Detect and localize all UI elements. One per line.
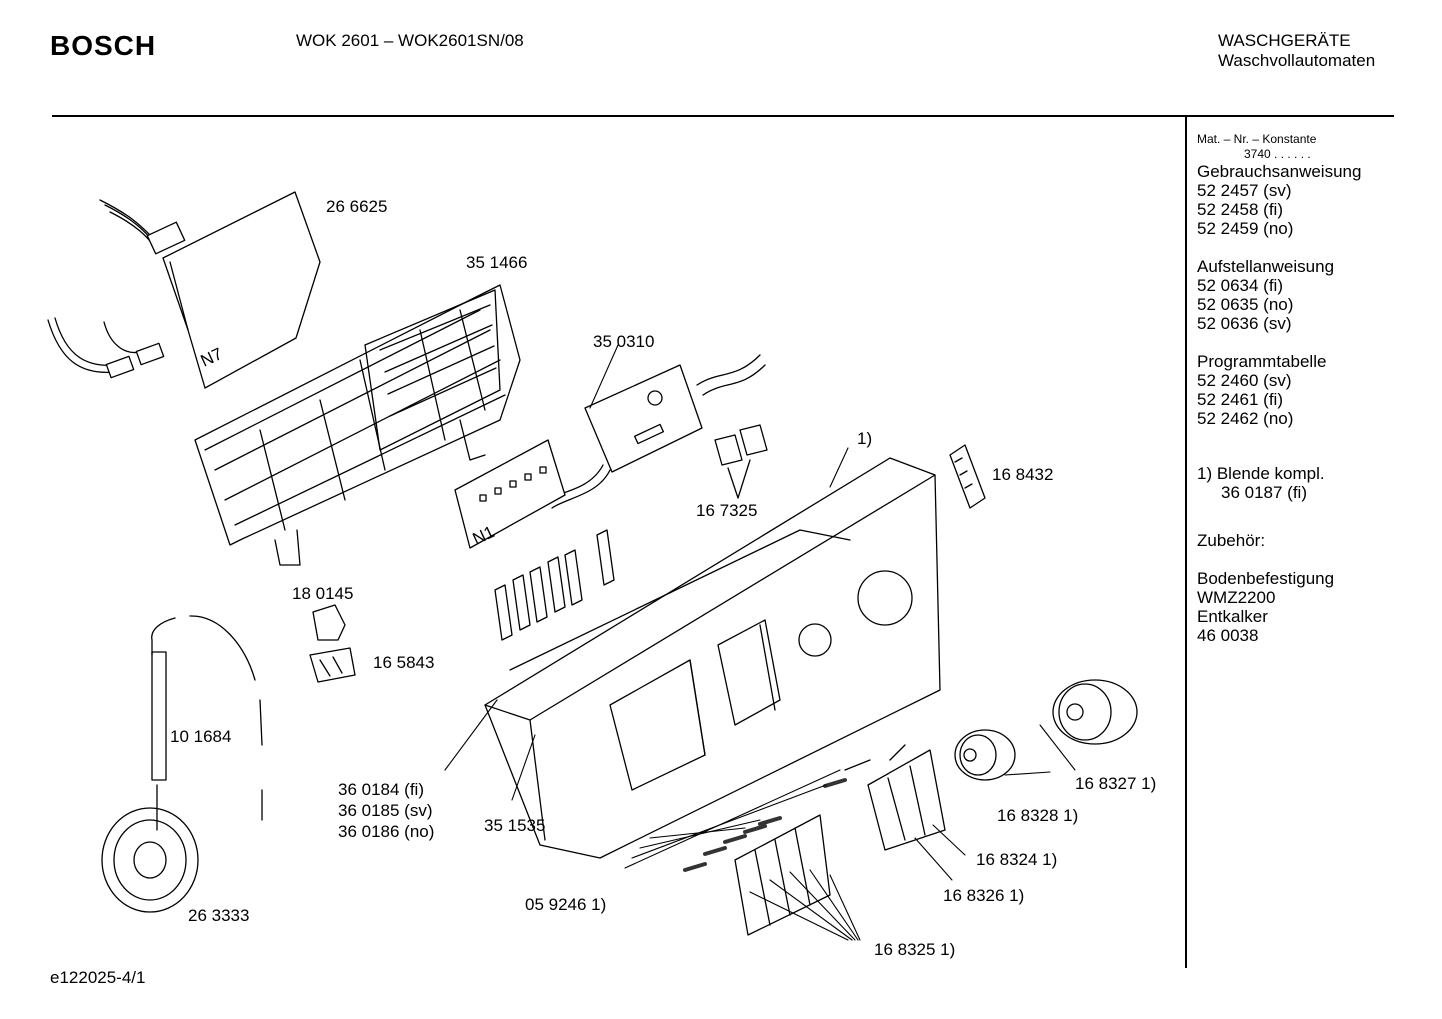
- category-title: WASCHGERÄTE: [1218, 31, 1351, 50]
- drawing-code: e122025-4/1: [50, 968, 146, 987]
- section-item: 52 2457 (sv): [1197, 181, 1292, 200]
- label-part: 18 0145: [292, 584, 354, 603]
- section-item: 52 0634 (fi): [1197, 276, 1283, 295]
- label-part: 16 8327 1): [1075, 774, 1157, 793]
- label-part: 16 8328 1): [997, 806, 1079, 825]
- section-item: 52 2459 (no): [1197, 219, 1294, 238]
- section-item: 52 2462 (no): [1197, 409, 1294, 428]
- button-row: [495, 530, 614, 640]
- selector-263333: [102, 785, 198, 912]
- section-item: 52 2458 (fi): [1197, 200, 1283, 219]
- accessory-item: Bodenbefestigung: [1197, 569, 1335, 588]
- label-part: 35 1466: [466, 253, 528, 272]
- category-header: WASCHGERÄTE Waschvollautomaten: [1218, 31, 1375, 71]
- pcb-350310: [545, 355, 765, 508]
- part-168432: [950, 445, 985, 508]
- module-n7-board: [48, 192, 320, 388]
- label-part: 16 8432: [992, 465, 1054, 484]
- label-part: 1): [857, 429, 873, 448]
- subcategory-title: Waschvollautomaten: [1218, 51, 1376, 70]
- accessories-title: Zubehör:: [1197, 531, 1266, 550]
- parts-sidebar: Mat. – Nr. – Konstante 3740 . . . . . . …: [1197, 132, 1361, 645]
- leader-lines: [445, 345, 1075, 940]
- button-block-168325: [735, 815, 830, 935]
- label-part: 26 3333: [188, 906, 250, 925]
- accessory-item: Entkalker: [1197, 607, 1268, 626]
- section-item: 52 2461 (fi): [1197, 390, 1283, 409]
- section-item: 52 0636 (sv): [1197, 314, 1292, 333]
- note-line: 36 0187 (fi): [1221, 483, 1307, 502]
- accessory-item: 46 0038: [1197, 626, 1259, 645]
- section-item: 52 0635 (no): [1197, 295, 1294, 314]
- brand-logo: BOSCH: [50, 30, 157, 61]
- note-line: 1) Blende kompl.: [1197, 464, 1325, 483]
- part-180145: [313, 605, 345, 640]
- label-part: 35 1535: [484, 816, 546, 835]
- label-part: 36 0185 (sv): [338, 801, 433, 820]
- label-part: 26 6625: [326, 197, 388, 216]
- section-title: Aufstellanweisung: [1197, 257, 1335, 276]
- label-part: 36 0186 (no): [338, 822, 435, 841]
- sidebar-divider: [1185, 117, 1187, 968]
- button-block-168324: [845, 745, 945, 850]
- section-title: Programmtabelle: [1197, 352, 1327, 371]
- clips-167325: [715, 425, 767, 498]
- knob-168328: [955, 730, 1015, 780]
- label-part: 16 8326 1): [943, 886, 1025, 905]
- label-part: 16 7325: [696, 501, 758, 520]
- accessory-item: WMZ2200: [1197, 588, 1276, 607]
- section-title: Gebrauchsanweisung: [1197, 162, 1362, 181]
- label-part: 35 0310: [593, 332, 655, 351]
- label-part: 36 0184 (fi): [338, 780, 424, 799]
- fascia-panel: [485, 458, 940, 858]
- label-part: 05 9246 1): [525, 895, 607, 914]
- mat-value: 3740 . . . . . .: [1244, 147, 1311, 161]
- springs-059246: [685, 780, 845, 870]
- rod-101684: [152, 616, 262, 820]
- label-part: 16 5843: [373, 653, 435, 672]
- section-item: 52 2460 (sv): [1197, 371, 1292, 390]
- mat-label: Mat. – Nr. – Konstante: [1197, 132, 1317, 146]
- part-165843: [310, 648, 355, 682]
- label-part: 16 8324 1): [976, 850, 1058, 869]
- label-part: 16 8325 1): [874, 940, 956, 959]
- label-part: 10 1684: [170, 727, 232, 746]
- header-divider: [52, 115, 1394, 117]
- knob-168327: [1053, 680, 1137, 744]
- pcb-n1: [455, 440, 565, 548]
- model-title: WOK 2601 – WOK2601SN/08: [296, 31, 524, 50]
- control-unit-carrier: [195, 285, 520, 565]
